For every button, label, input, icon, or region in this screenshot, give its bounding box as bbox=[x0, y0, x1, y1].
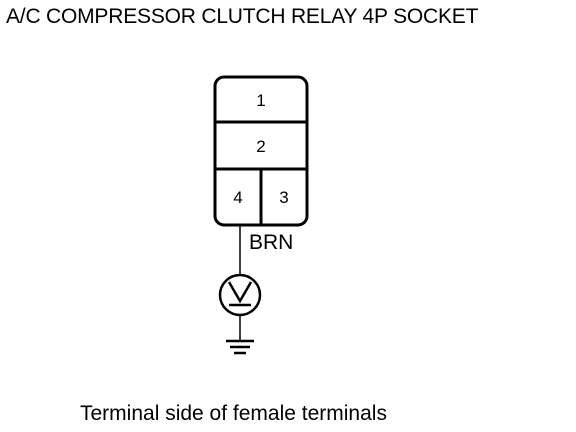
terminal-3-label: 3 bbox=[279, 188, 288, 207]
diagram-title: A/C COMPRESSOR CLUTCH RELAY 4P SOCKET bbox=[6, 5, 479, 28]
relay-socket-connector: 1 2 4 3 bbox=[213, 75, 309, 227]
diagram-caption: Terminal side of female terminals bbox=[80, 402, 387, 425]
wire-color-label: BRN bbox=[249, 231, 293, 254]
terminal-1-label: 1 bbox=[256, 91, 265, 110]
ground-icon bbox=[226, 339, 254, 355]
terminal-4-label: 4 bbox=[233, 188, 242, 207]
voltmeter-v-glyph bbox=[227, 281, 253, 304]
terminal-2-label: 2 bbox=[256, 137, 265, 156]
voltmeter-circle bbox=[218, 273, 262, 317]
voltmeter-icon bbox=[218, 273, 262, 317]
